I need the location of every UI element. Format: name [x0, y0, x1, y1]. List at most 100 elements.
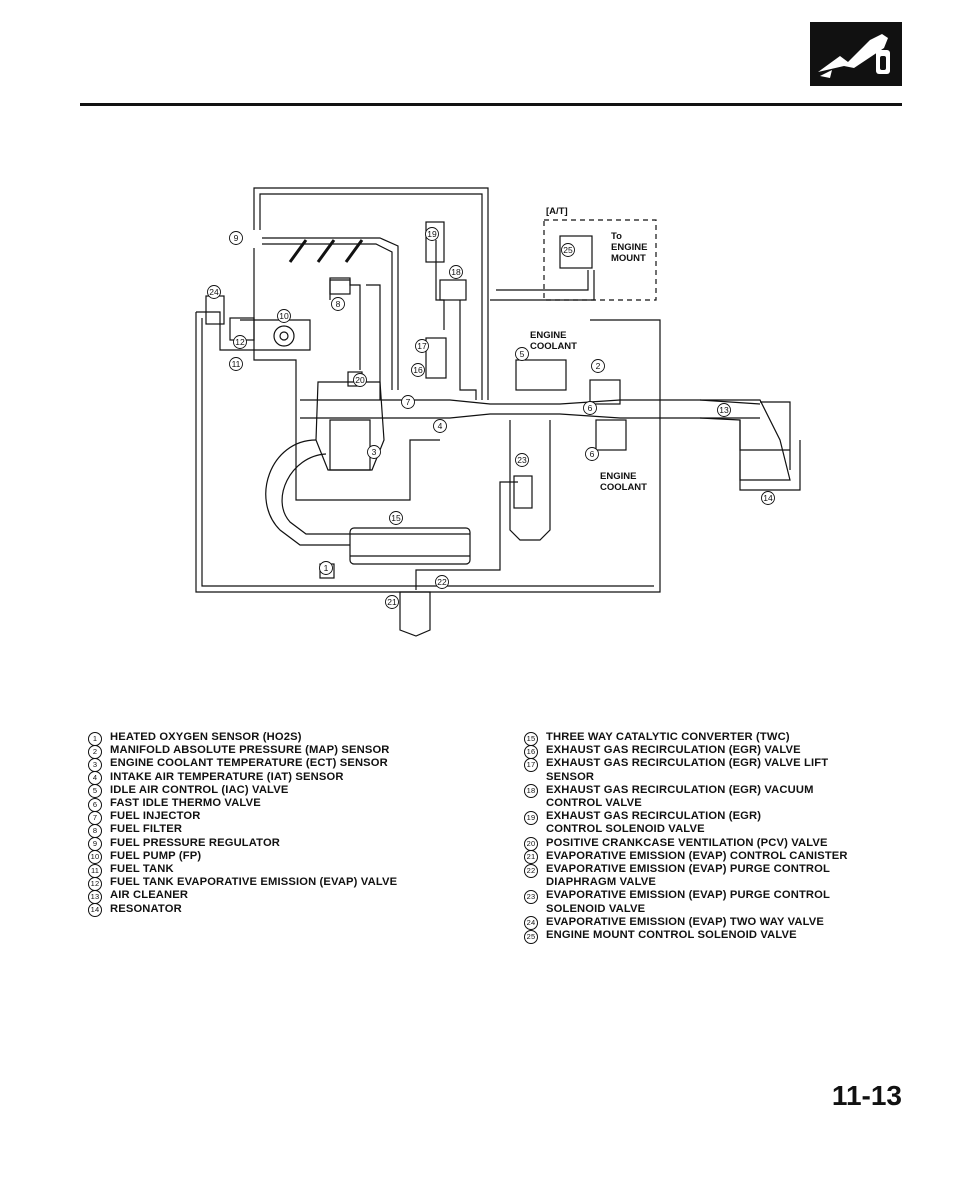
legend-label: FUEL FILTER: [110, 823, 183, 836]
legend-label: EVAPORATIVE EMISSION (EVAP) PURGE CONTRO…: [546, 889, 830, 902]
callout-9: 9: [229, 231, 243, 245]
legend-label: EVAPORATIVE EMISSION (EVAP) PURGE CONTRO…: [546, 863, 830, 876]
legend-label: FAST IDLE THERMO VALVE: [110, 797, 261, 810]
legend-label: ENGINE COOLANT TEMPERATURE (ECT) SENSOR: [110, 757, 388, 770]
legend-label: EXHAUST GAS RECIRCULATION (EGR) VALVE: [546, 744, 801, 757]
callout-14: 14: [761, 491, 775, 505]
svg-text:12: 12: [235, 337, 245, 347]
callout-number: 25: [524, 929, 538, 944]
svg-text:18: 18: [451, 267, 461, 277]
callout-number: 14: [88, 903, 102, 918]
to-label: To: [611, 231, 622, 242]
legend-item: 25 ENGINE MOUNT CONTROL SOLENOID VALVE: [524, 929, 848, 944]
engine-coolant-top-label-1: ENGINE: [530, 330, 566, 341]
svg-text:20: 20: [355, 375, 365, 385]
svg-text:2: 2: [596, 361, 601, 371]
legend-label-continued: CONTROL SOLENOID VALVE: [546, 823, 705, 836]
legend-label: FUEL PRESSURE REGULATOR: [110, 836, 281, 849]
svg-text:11: 11: [232, 359, 241, 369]
callout-3: 3: [367, 445, 381, 459]
callout-6: 6: [583, 401, 597, 415]
engine-coolant-bottom-label-1: ENGINE: [600, 471, 636, 482]
legend-label-continued: CONTROL VALVE: [546, 797, 642, 810]
svg-text:1: 1: [324, 563, 329, 573]
callout-24: 24: [207, 285, 221, 299]
legend-label: INTAKE AIR TEMPERATURE (IAT) SENSOR: [110, 770, 344, 783]
svg-text:16: 16: [413, 365, 423, 375]
svg-text:25: 25: [563, 245, 573, 255]
callout-25: 25: [561, 243, 575, 257]
legend-label-continued: DIAPHRAGM VALVE: [546, 876, 656, 889]
callout-19: 19: [425, 227, 439, 241]
engine-label: ENGINE: [611, 242, 647, 253]
svg-text:6: 6: [590, 449, 595, 459]
mount-label: MOUNT: [611, 253, 646, 264]
callout-21: 21: [385, 595, 399, 609]
svg-text:5: 5: [520, 349, 525, 359]
legend-label: EVAPORATIVE EMISSION (EVAP) CONTROL CANI…: [546, 849, 848, 862]
svg-text:4: 4: [438, 421, 443, 431]
legend-item: 18 EXHAUST GAS RECIRCULATION (EGR) VACUUM…: [524, 784, 848, 810]
legend-label: EXHAUST GAS RECIRCULATION (EGR): [546, 810, 762, 823]
callout-16: 16: [411, 363, 425, 377]
callout-11: 11: [229, 357, 243, 371]
callout-15: 15: [389, 511, 403, 525]
svg-text:19: 19: [427, 229, 437, 239]
header-rule: [80, 103, 902, 106]
callout-number: 23: [524, 889, 538, 904]
svg-text:6: 6: [588, 403, 593, 413]
svg-text:24: 24: [209, 287, 219, 297]
callout-8: 8: [331, 297, 345, 311]
legend-label: HEATED OXYGEN SENSOR (HO2S): [110, 731, 302, 743]
svg-text:9: 9: [234, 233, 239, 243]
legend-label: FUEL TANK EVAPORATIVE EMISSION (EVAP) VA…: [110, 876, 398, 889]
callout-12: 12: [233, 335, 247, 349]
legend-label-continued: SOLENOID VALVE: [546, 902, 646, 915]
callout-7: 7: [401, 395, 415, 409]
legend-label: EXHAUST GAS RECIRCULATION (EGR) VACUUM: [546, 783, 814, 796]
callout-17: 17: [415, 339, 429, 353]
svg-text:23: 23: [517, 455, 527, 465]
fuel-nozzle-icon: [810, 22, 902, 86]
callout-number: 18: [524, 784, 538, 799]
callout-4: 4: [433, 419, 447, 433]
callout-18: 18: [449, 265, 463, 279]
legend-label: POSITIVE CRANKCASE VENTILATION (PCV) VAL…: [546, 836, 828, 849]
callout-22: 22: [435, 575, 449, 589]
legend-label: IDLE AIR CONTROL (IAC) VALVE: [110, 783, 289, 796]
svg-text:7: 7: [406, 397, 411, 407]
engine-coolant-top-label-2: COOLANT: [530, 341, 577, 352]
legend-item: 19 EXHAUST GAS RECIRCULATION (EGR)CONTROL…: [524, 810, 848, 836]
engine-coolant-bottom-label-2: COOLANT: [600, 482, 647, 493]
page-number: 11-13: [831, 1080, 902, 1111]
legend-label: AIR CLEANER: [110, 889, 189, 902]
legend-label: FUEL PUMP (FP): [110, 849, 202, 862]
legend-label: RESONATOR: [110, 902, 182, 915]
callout-number: 22: [524, 863, 538, 878]
svg-text:21: 21: [387, 597, 397, 607]
callout-10: 10: [277, 309, 291, 323]
legend-label-continued: SENSOR: [546, 770, 595, 783]
legend-item: 22 EVAPORATIVE EMISSION (EVAP) PURGE CONT…: [524, 863, 848, 889]
legend-item: 23 EVAPORATIVE EMISSION (EVAP) PURGE CONT…: [524, 889, 848, 915]
svg-text:15: 15: [391, 513, 401, 523]
svg-text:22: 22: [437, 577, 447, 587]
legend-label: FUEL TANK: [110, 863, 174, 876]
legend-label: ENGINE MOUNT CONTROL SOLENOID VALVE: [546, 929, 797, 942]
svg-text:14: 14: [763, 493, 773, 503]
legend-item: 14 RESONATOR: [88, 902, 397, 918]
callout-number: 19: [524, 810, 538, 825]
legend-label: THREE WAY CATALYTIC CONVERTER (TWC): [546, 731, 790, 743]
